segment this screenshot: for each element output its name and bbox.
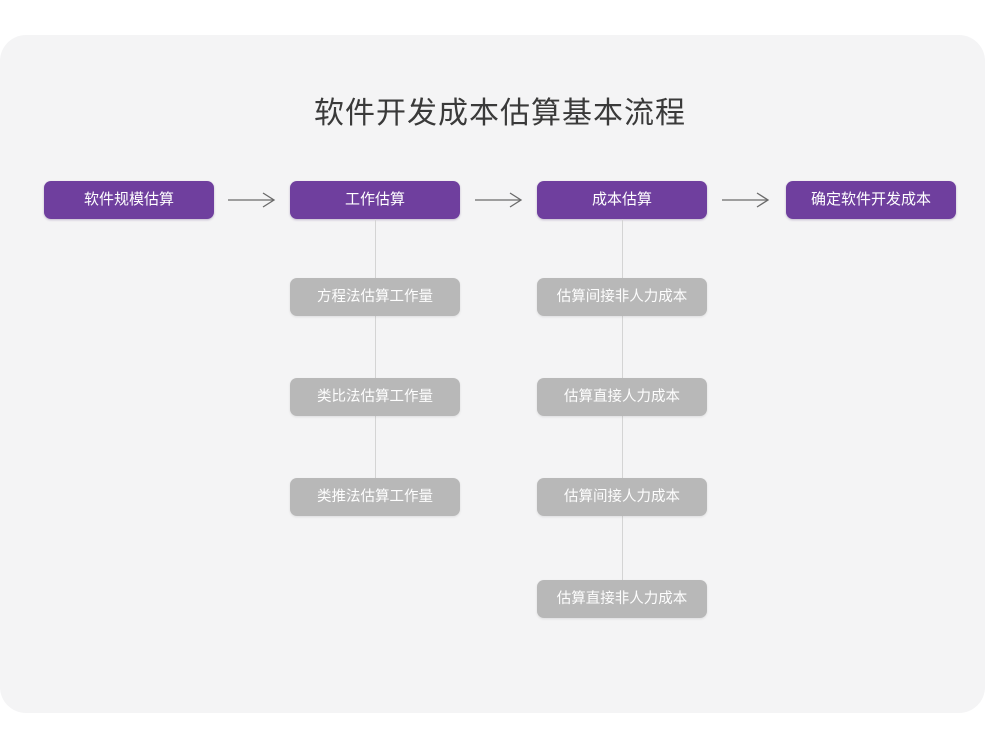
diagram-canvas xyxy=(0,35,985,713)
branch-node-label: 估算间接非人力成本 xyxy=(556,289,688,305)
branch-node-direct-labor-cost[interactable]: 估算直接人力成本 xyxy=(537,378,707,416)
flow-node-work-estimation[interactable]: 工作估算 xyxy=(290,181,460,219)
flow-node-software-scale-estimation[interactable]: 软件规模估算 xyxy=(44,181,214,219)
flow-node-cost-estimation[interactable]: 成本估算 xyxy=(537,181,707,219)
arrow-step3-to-step4 xyxy=(722,189,772,211)
branch-node-label: 方程法估算工作量 xyxy=(317,289,433,305)
branch-node-inference-method-effort[interactable]: 类推法估算工作量 xyxy=(290,478,460,516)
page-title: 软件开发成本估算基本流程 xyxy=(314,97,686,130)
arrow-step1-to-step2 xyxy=(228,189,278,211)
branch-node-indirect-nonlabor-cost[interactable]: 估算间接非人力成本 xyxy=(537,278,707,316)
branch-node-equation-method-effort[interactable]: 方程法估算工作量 xyxy=(290,278,460,316)
branch-node-label: 类比法估算工作量 xyxy=(317,389,433,405)
branch-node-label: 估算直接人力成本 xyxy=(564,389,680,405)
flow-node-label: 工作估算 xyxy=(344,191,405,208)
branch-node-label: 估算间接人力成本 xyxy=(564,489,680,505)
flow-node-label: 成本估算 xyxy=(591,191,652,208)
branch-node-analogy-method-effort[interactable]: 类比法估算工作量 xyxy=(290,378,460,416)
branch-node-indirect-labor-cost[interactable]: 估算间接人力成本 xyxy=(537,478,707,516)
branch-node-direct-nonlabor-cost[interactable]: 估算直接非人力成本 xyxy=(537,580,707,618)
arrow-step2-to-step3 xyxy=(475,189,525,211)
flow-node-label: 软件规模估算 xyxy=(83,191,174,208)
branch-node-label: 估算直接非人力成本 xyxy=(556,591,688,607)
branch-node-label: 类推法估算工作量 xyxy=(317,489,433,505)
flow-node-label: 确定软件开发成本 xyxy=(810,191,931,208)
flow-node-determine-development-cost[interactable]: 确定软件开发成本 xyxy=(786,181,956,219)
connector-work-estimation-branch xyxy=(375,219,376,497)
